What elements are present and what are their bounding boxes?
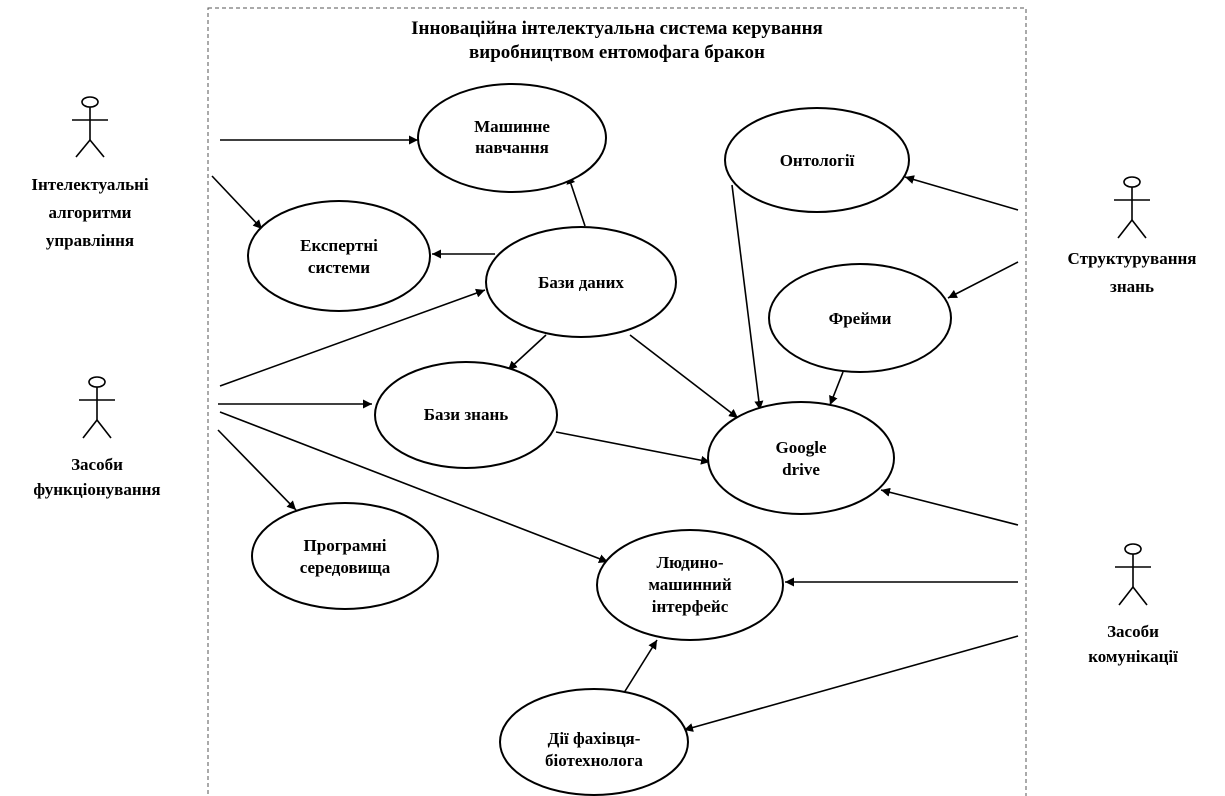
use-case-frames[interactable]: Фрейми bbox=[768, 263, 952, 373]
hmi-label-1: Людино- bbox=[656, 553, 723, 572]
use-case-specialist-actions[interactable]: Дії фахівця- біотехнолога bbox=[499, 688, 689, 796]
use-case-software-environments[interactable]: Програмні середовища bbox=[251, 502, 439, 610]
use-case-machine-learning[interactable]: Машинне навчання bbox=[417, 83, 607, 193]
stick-figure-icon bbox=[72, 96, 108, 158]
software-env-label-2: середовища bbox=[300, 558, 391, 577]
ontologies-label: Онтології bbox=[780, 151, 855, 170]
edge-ontologies-to-gdrive bbox=[731, 184, 764, 411]
expert-systems-label-1: Експертні bbox=[300, 236, 378, 255]
edge-db-to-gdrive bbox=[629, 334, 739, 419]
software-env-label-1: Програмні bbox=[304, 536, 387, 555]
edge-kb-to-gdrive bbox=[555, 431, 711, 465]
actor-operation-label-2: функціонування bbox=[33, 480, 160, 499]
actor-algorithms-label-3: управління bbox=[46, 231, 134, 250]
specialist-actions-label-1: Дії фахівця- bbox=[548, 729, 641, 748]
specialist-actions-label-2: біотехнолога bbox=[545, 751, 643, 770]
edge-communication-to-gdrive bbox=[880, 487, 1019, 526]
google-drive-label-2: drive bbox=[782, 460, 820, 479]
hmi-label-3: інтерфейс bbox=[652, 597, 729, 616]
actor-intelligent-algorithms[interactable]: Інтелектуальні алгоритми управління bbox=[31, 96, 149, 250]
hmi-label-2: машинний bbox=[648, 575, 731, 594]
actor-structuring-label-1: Структурування bbox=[1068, 249, 1197, 268]
actor-communication-label-2: комунікації bbox=[1088, 647, 1178, 666]
edge-structuring-to-ontologies bbox=[904, 175, 1019, 211]
use-case-expert-systems[interactable]: Експертні системи bbox=[247, 200, 431, 312]
stick-figure-icon bbox=[1115, 543, 1151, 606]
use-case-knowledge-bases[interactable]: Бази знань bbox=[374, 361, 558, 469]
use-case-google-drive[interactable]: Google drive bbox=[707, 401, 895, 515]
use-case-databases[interactable]: Бази даних bbox=[485, 226, 677, 338]
expert-systems-label-2: системи bbox=[308, 258, 370, 277]
actor-algorithms-label-1: Інтелектуальні bbox=[31, 175, 149, 194]
edge-db-to-kb bbox=[507, 334, 547, 371]
system-boundary bbox=[207, 7, 1027, 796]
stick-figure-icon bbox=[79, 376, 115, 439]
edge-operation-to-hmi bbox=[219, 411, 609, 563]
actor-operation-means[interactable]: Засоби функціонування bbox=[33, 376, 161, 499]
edge-algorithms-to-expert bbox=[211, 175, 263, 230]
databases-label: Бази даних bbox=[538, 273, 624, 292]
machine-learning-label-1: Машинне bbox=[474, 117, 550, 136]
frames-label: Фрейми bbox=[829, 309, 892, 328]
actor-structuring-label-2: знань bbox=[1110, 277, 1154, 296]
edge-specialist-to-hmi bbox=[621, 639, 658, 697]
associations bbox=[211, 135, 1019, 732]
edge-communication-to-specialist bbox=[683, 635, 1019, 732]
actor-knowledge-structuring[interactable]: Структурування знань bbox=[1068, 176, 1197, 296]
edge-frames-to-gdrive bbox=[829, 371, 844, 406]
actor-communication-means[interactable]: Засоби комунікації bbox=[1088, 543, 1178, 666]
system-title-line-1: Інноваційна інтелектуальна система керув… bbox=[411, 18, 823, 39]
edge-structuring-to-frames bbox=[947, 261, 1019, 299]
actor-algorithms-label-2: алгоритми bbox=[49, 203, 132, 222]
actor-operation-label-1: Засоби bbox=[71, 455, 123, 474]
machine-learning-label-2: навчання bbox=[475, 138, 549, 157]
knowledge-bases-label: Бази знань bbox=[424, 405, 509, 424]
edge-db-to-ml bbox=[566, 174, 586, 227]
use-case-human-machine-interface[interactable]: Людино- машинний інтерфейс bbox=[596, 529, 784, 641]
google-drive-label-1: Google bbox=[776, 438, 827, 457]
edge-operation-to-db bbox=[219, 288, 486, 387]
stick-figure-icon bbox=[1114, 176, 1150, 239]
edge-operation-to-software bbox=[217, 429, 297, 511]
actor-communication-label-1: Засоби bbox=[1107, 622, 1159, 641]
use-case-ontologies[interactable]: Онтології bbox=[724, 107, 910, 213]
system-title-line-2: виробництвом ентомофага бракон bbox=[469, 42, 765, 63]
